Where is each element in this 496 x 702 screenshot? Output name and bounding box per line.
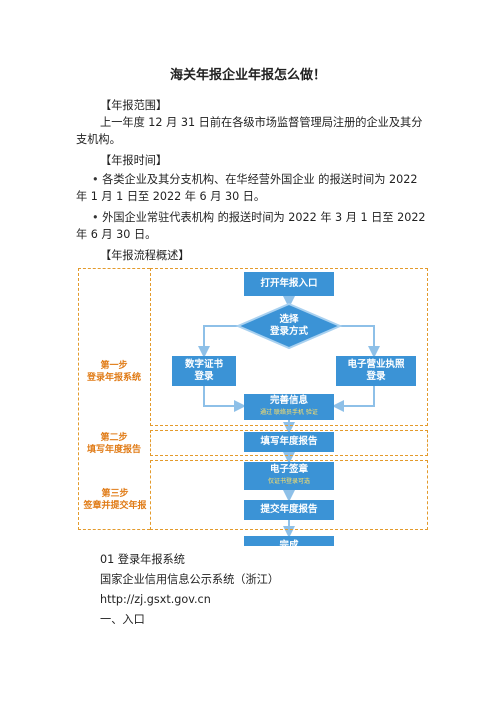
digital-cert-box: 数字证书 登录	[172, 356, 236, 386]
time-bullet-1-line2: 年 1 月 1 日至 2022 年 6 月 30 日。	[76, 190, 266, 203]
flow-heading: 【年报流程概述】	[100, 249, 190, 262]
time-bullet-1-line1: 各类企业及其分支机构、在华经营外国企业 的报送时间为 2022	[102, 173, 418, 186]
e-sign-box: 电子签章 仅证书登录可选	[244, 462, 334, 490]
time-heading: 【年报时间】	[100, 154, 168, 167]
e-license-box: 电子营业执照 登录	[336, 356, 416, 386]
scope-heading: 【年报范围】	[100, 99, 168, 112]
complete-info-note: 通过 联络员手机 验证	[260, 409, 318, 416]
flowchart-figure: 第一步 登录年报系统 第二步 填写年度报告 第三步 签章并提交年报 打开年报入口…	[78, 266, 430, 546]
time-bullet-2-line2: 年 6 月 30 日。	[76, 228, 157, 241]
time-bullet-2: • 外国企业常驻代表机构 的报送时间为 2022 年 3 月 1 日至 2022	[92, 208, 426, 228]
done-box: 完成	[244, 536, 334, 546]
submit-report-box: 提交年度报告	[244, 500, 334, 520]
step1-frame	[150, 268, 428, 426]
step1-label: 第一步 登录年报系统	[86, 361, 141, 383]
e-sign-note: 仅证书登录可选	[267, 478, 310, 485]
step3-label: 第三步 签章并提交年报	[83, 489, 147, 511]
decision-diamond	[235, 302, 343, 350]
step3-frame	[150, 460, 428, 530]
after-item-1: 01 登录年报系统	[100, 553, 185, 566]
steps-label-frame	[78, 268, 150, 530]
complete-info-box: 完善信息 通过 联络员手机 验证	[244, 394, 334, 420]
time-bullet-1: • 各类企业及其分支机构、在华经营外国企业 的报送时间为 2022	[92, 170, 417, 190]
after-item-3: 一、入口	[100, 613, 145, 626]
e-sign-label: 电子签章	[269, 464, 308, 475]
open-entry-box: 打开年报入口	[244, 272, 334, 296]
page-title: 海关年报企业年报怎么做！	[169, 68, 326, 83]
bullet-icon: •	[92, 211, 99, 224]
time-bullet-2-line1: 外国企业常驻代表机构 的报送时间为 2022 年 3 月 1 日至 2022	[102, 211, 426, 224]
choose-login-label: 选择 登录方式	[269, 314, 308, 337]
bullet-icon: •	[92, 173, 99, 186]
after-item-2: 国家企业信用信息公示系统（浙江）	[100, 573, 280, 586]
site-url[interactable]: http://zj.gsxt.gov.cn	[100, 593, 211, 606]
step2-label: 第二步 填写年度报告	[86, 433, 141, 455]
scope-text-line1: 上一年度 12 月 31 日前在各级市场监督管理局注册的企业及其分	[100, 116, 423, 129]
step2-frame	[150, 430, 428, 456]
complete-info-label: 完善信息	[269, 395, 308, 406]
scope-text-line2: 支机构。	[76, 133, 121, 146]
fill-report-box: 填写年度报告	[244, 432, 334, 452]
